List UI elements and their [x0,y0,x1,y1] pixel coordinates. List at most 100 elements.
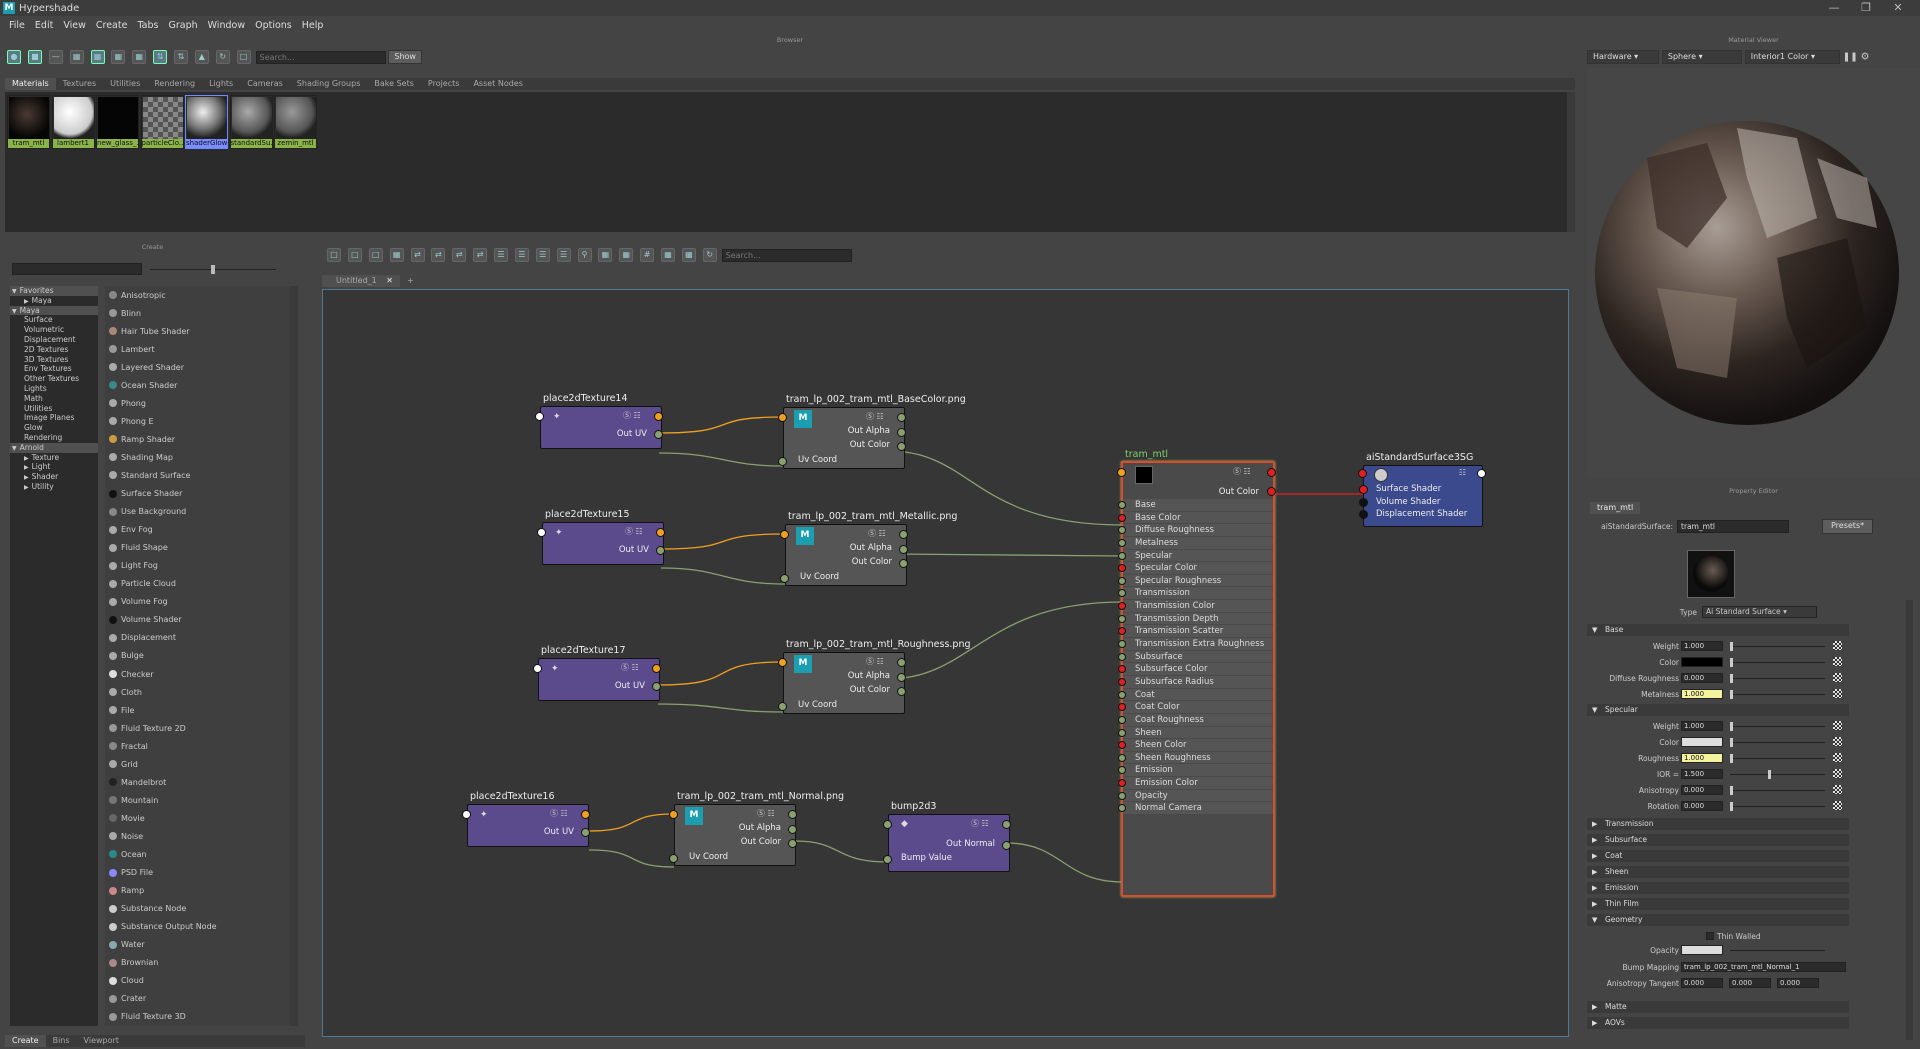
expand-down-icon[interactable]: ▼ [1592,706,1598,714]
graph-tool-icon[interactable]: ☰ [556,248,571,262]
attr-value[interactable]: 1.000 [1681,641,1723,651]
attr-value[interactable]: 0.000 [1681,801,1723,811]
material-swatch[interactable]: particleClo... [140,95,184,149]
sg-attr-port[interactable] [1359,510,1368,519]
tree-item-2d-textures[interactable]: 2D Textures [10,345,98,355]
material-preview[interactable] [1587,68,1920,478]
graph-tool-icon[interactable]: ↻ [702,248,717,262]
create-item-movie[interactable]: Movie [105,809,290,827]
out-color-port[interactable] [788,839,797,848]
bump-mapping-value[interactable]: tram_lp_002_tram_mtl_Normal_1 [1681,962,1846,972]
create-search-input[interactable] [12,263,142,275]
shape-dropdown[interactable]: Sphere ▾ [1661,50,1742,64]
output-port[interactable] [899,530,908,539]
slider-handle[interactable] [1730,786,1733,795]
attr-specular[interactable]: Specular [1118,549,1273,563]
section-coat[interactable]: ▶Coat [1587,850,1849,862]
tree-item-image-planes[interactable]: Image Planes [10,413,98,423]
attr-specular-color[interactable]: Specular Color [1118,562,1273,575]
graph-search-input[interactable]: Search... [721,248,852,262]
graph-tool-icon[interactable]: ⇄ [452,248,467,262]
tab-shading-groups[interactable]: Shading Groups [296,79,361,88]
node-options-icon[interactable]: Ⓢ ☷ [621,663,639,672]
place2d-texture-node[interactable]: place2dTexture15✦Ⓢ ☷Out UV [537,509,665,565]
create-item-bulge[interactable]: Bulge [105,647,290,665]
section-subsurface[interactable]: ▶Subsurface [1587,834,1849,846]
attr-base-color[interactable]: Base Color [1118,511,1273,525]
create-scrollbar[interactable] [290,286,298,1026]
graph-tool-icon[interactable]: ☰ [514,248,529,262]
create-item-ramp-shader[interactable]: Ramp Shader [105,430,290,448]
create-item-psd-file[interactable]: PSD File [105,864,290,882]
out-color-port[interactable] [897,687,906,696]
anisotropy-tangent-value[interactable]: 0.000 [1777,978,1819,988]
attr-slider[interactable] [1730,806,1825,807]
input-port[interactable] [780,530,789,539]
attr-port[interactable] [1118,677,1126,686]
node-options-icon[interactable]: ☷ [1458,468,1466,477]
graph-tool-icon[interactable]: ▦ [598,248,613,262]
tab-viewport[interactable]: Viewport [83,1036,119,1045]
bump-value-port[interactable] [883,855,892,864]
minimize-icon[interactable]: — [1828,1,1840,14]
graph-tool-icon[interactable]: ⇄ [431,248,446,262]
tree-item-texture[interactable]: ▶Texture [10,453,98,463]
graph-tool-icon[interactable]: □ [347,248,362,262]
create-item-hair-tube-shader[interactable]: Hair Tube Shader [105,322,290,340]
attr-subsurface-radius[interactable]: Subsurface Radius [1118,675,1273,689]
color-swatch[interactable] [1681,737,1723,747]
thin-walled-checkbox[interactable] [1706,932,1714,940]
slider-handle[interactable] [1730,658,1733,667]
section-matte[interactable]: ▶Matte [1587,1001,1849,1013]
search-icon[interactable]: ⚲ [577,248,592,262]
sg-attr-port[interactable] [1359,497,1368,507]
restore-icon[interactable]: ❐ [1861,1,1871,14]
node-options-icon[interactable]: Ⓢ ☷ [866,657,884,666]
material-swatch[interactable]: tram_mtl [7,95,50,149]
expand-down-icon[interactable]: ▼ [12,444,17,452]
tree-item-utility[interactable]: ▶Utility [10,482,98,492]
node-options-icon[interactable]: Ⓢ ☷ [866,412,884,421]
tree-item-env-textures[interactable]: Env Textures [10,364,98,374]
browser-tool-icon[interactable]: ▦ [132,50,147,64]
attr-port[interactable] [1118,564,1126,573]
place2d-texture-node[interactable]: place2dTexture14✦Ⓢ ☷Out UV [535,393,663,449]
attr-emission[interactable]: Emission [1118,764,1273,778]
tree-item-light[interactable]: ▶Light [10,462,98,472]
attr-port[interactable] [1118,690,1126,699]
map-button-icon[interactable] [1833,673,1842,682]
graph-tool-icon[interactable]: □ [327,248,341,262]
tab-asset-nodes[interactable]: Asset Nodes [473,79,523,88]
browser-search-input[interactable]: Search... [255,50,386,64]
tab-bins[interactable]: Bins [52,1036,70,1045]
attr-port[interactable] [1118,576,1126,585]
material-name-input[interactable]: tram_mtl [1677,520,1789,533]
attr-port[interactable] [1118,791,1126,800]
create-item-substance-node[interactable]: Substance Node [105,900,290,918]
env-dropdown[interactable]: Interior1 Color ▾ [1744,50,1840,64]
tab-textures[interactable]: Textures [62,79,97,88]
graph-tool-icon[interactable]: ☰ [494,248,508,262]
output-port[interactable] [897,658,906,667]
show-button[interactable]: Show [388,50,422,64]
tree-item-utilities[interactable]: Utilities [10,404,98,414]
uv-coord-port[interactable] [778,702,787,711]
attr-normal-camera[interactable]: Normal Camera [1118,802,1273,816]
attr-port[interactable] [1118,753,1126,762]
create-item-env-fog[interactable]: Env Fog [105,521,290,539]
out-uv-port[interactable] [654,430,663,439]
browser-tool-icon[interactable]: ↻ [215,50,230,64]
expand-right-icon[interactable]: ▶ [24,464,29,472]
graph-tool-icon[interactable]: ☰ [535,248,550,262]
out-alpha-port[interactable] [897,428,906,437]
attr-slider[interactable] [1730,790,1825,791]
expand-right-icon[interactable]: ▶ [1592,884,1598,892]
browser-tool-icon[interactable]: ▦ [69,50,84,64]
create-item-checker[interactable]: Checker [105,665,290,683]
out-uv-port[interactable] [652,682,661,691]
attr-slider[interactable] [1730,742,1825,743]
node-options-icon[interactable]: Ⓢ ☷ [550,809,568,818]
uv-coord-port[interactable] [778,457,787,466]
